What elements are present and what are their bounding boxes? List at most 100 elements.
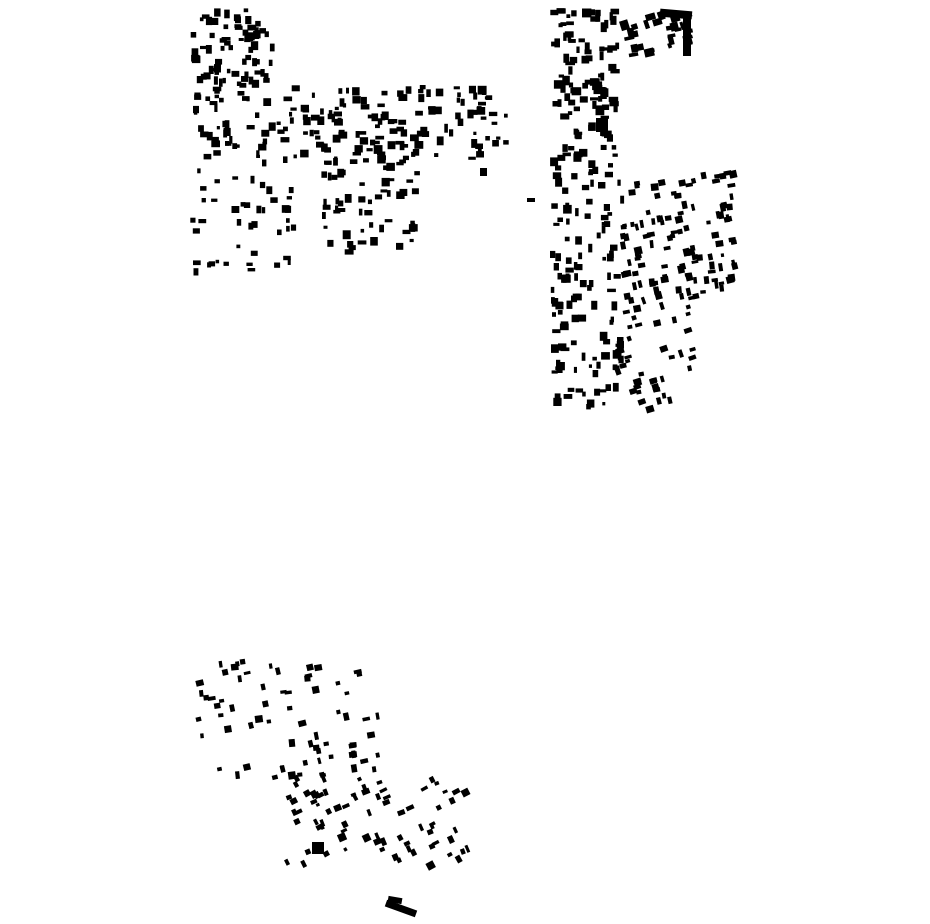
building (224, 40, 231, 46)
building (598, 73, 604, 78)
building (370, 139, 376, 146)
building (652, 319, 662, 327)
building (382, 794, 392, 801)
building (614, 366, 622, 376)
building (565, 267, 574, 273)
building (319, 819, 326, 828)
building (643, 19, 651, 30)
building (584, 213, 591, 219)
building (223, 725, 232, 734)
building (242, 29, 249, 36)
building (195, 716, 202, 722)
building (399, 141, 405, 151)
building (644, 12, 657, 22)
building (638, 371, 645, 377)
building (250, 175, 255, 184)
building (588, 171, 593, 176)
building (674, 215, 684, 224)
building (577, 314, 587, 322)
building (591, 300, 598, 310)
building (373, 145, 383, 154)
building (402, 155, 409, 161)
building (374, 832, 381, 841)
building (622, 223, 628, 228)
building (263, 73, 269, 79)
building (603, 339, 611, 345)
building (303, 117, 311, 126)
building (214, 179, 220, 184)
building (193, 260, 201, 266)
building (553, 222, 560, 226)
building (619, 19, 631, 32)
building (223, 127, 231, 136)
building (467, 109, 474, 119)
building (615, 346, 625, 355)
building (379, 787, 388, 794)
building (595, 105, 605, 116)
building (592, 370, 599, 378)
building (599, 46, 605, 52)
building (200, 733, 204, 739)
building (231, 206, 240, 213)
building (642, 233, 651, 240)
building (582, 8, 592, 18)
building (588, 243, 593, 253)
building (418, 89, 424, 94)
building (659, 375, 665, 383)
building (456, 97, 460, 103)
building (304, 848, 312, 856)
building (247, 268, 256, 272)
building (579, 148, 588, 157)
building (213, 76, 218, 85)
building (396, 242, 404, 250)
building (581, 55, 590, 64)
building (584, 42, 590, 50)
building (556, 359, 561, 369)
building (550, 9, 559, 16)
building (200, 131, 209, 138)
building (219, 97, 224, 103)
building (481, 88, 487, 95)
building (317, 116, 325, 125)
building (261, 129, 270, 137)
building (387, 895, 403, 905)
building (659, 344, 669, 353)
building (286, 705, 293, 711)
building (707, 269, 716, 274)
building (205, 45, 212, 54)
building (420, 785, 429, 792)
building (356, 776, 363, 782)
building (250, 41, 259, 51)
building (552, 101, 559, 107)
building (565, 273, 570, 281)
building (575, 208, 579, 217)
building (236, 219, 242, 226)
building (254, 27, 259, 36)
building (620, 195, 625, 204)
building (213, 150, 221, 156)
building (603, 47, 612, 51)
building (679, 292, 685, 300)
building (197, 168, 201, 174)
building (562, 152, 571, 157)
building (245, 54, 252, 61)
building (274, 262, 281, 268)
building (718, 262, 724, 272)
building (284, 690, 292, 695)
building (582, 82, 588, 89)
building (352, 87, 360, 96)
building (558, 343, 567, 351)
building (338, 129, 345, 136)
building (709, 261, 715, 270)
building (366, 731, 376, 739)
building (332, 134, 341, 143)
building (291, 808, 298, 817)
building (375, 752, 381, 758)
building (700, 289, 706, 294)
building (335, 198, 340, 205)
building (610, 15, 617, 25)
building (665, 24, 676, 31)
building (419, 85, 426, 90)
building (586, 198, 593, 205)
